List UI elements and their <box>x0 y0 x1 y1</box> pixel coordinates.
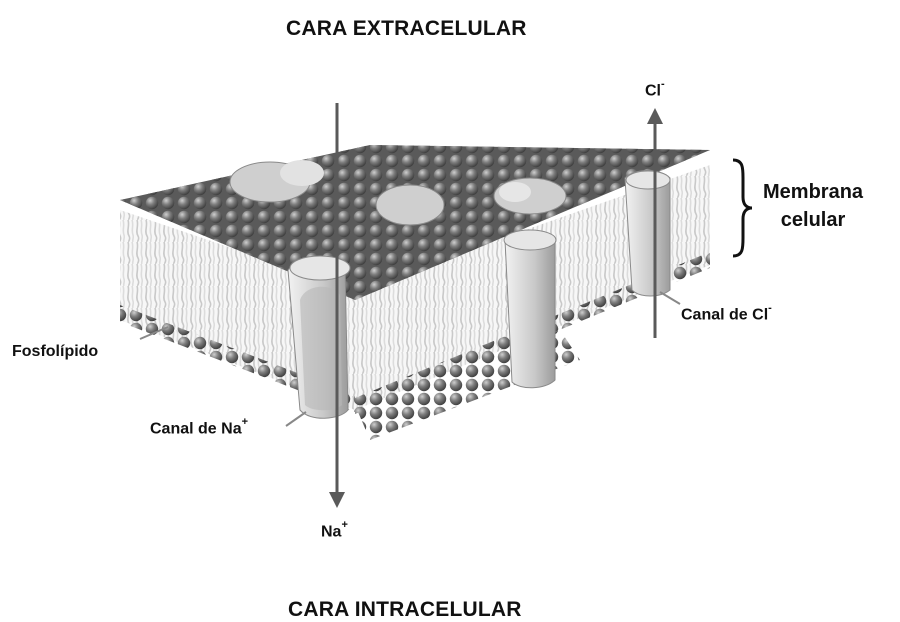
na-channel-protein <box>288 256 350 418</box>
cl-ion-label: Cl- <box>645 80 665 100</box>
membrane-label-line1: Membrana <box>763 178 863 206</box>
cl-channel-label: Canal de Cl- <box>681 304 772 324</box>
membrane-label: Membrana celular <box>763 178 863 234</box>
na-ion-label: Na+ <box>321 521 348 541</box>
na-channel-leader <box>286 412 306 426</box>
channel-protein-middle <box>504 230 556 388</box>
na-channel-label: Canal de Na+ <box>150 418 248 438</box>
cl-channel-protein <box>625 171 670 297</box>
membrane-label-line2: celular <box>763 206 863 234</box>
phospholipid-label: Fosfolípido <box>12 343 98 361</box>
cl-channel-leader <box>660 292 680 304</box>
membrane-brace-icon <box>733 160 752 256</box>
